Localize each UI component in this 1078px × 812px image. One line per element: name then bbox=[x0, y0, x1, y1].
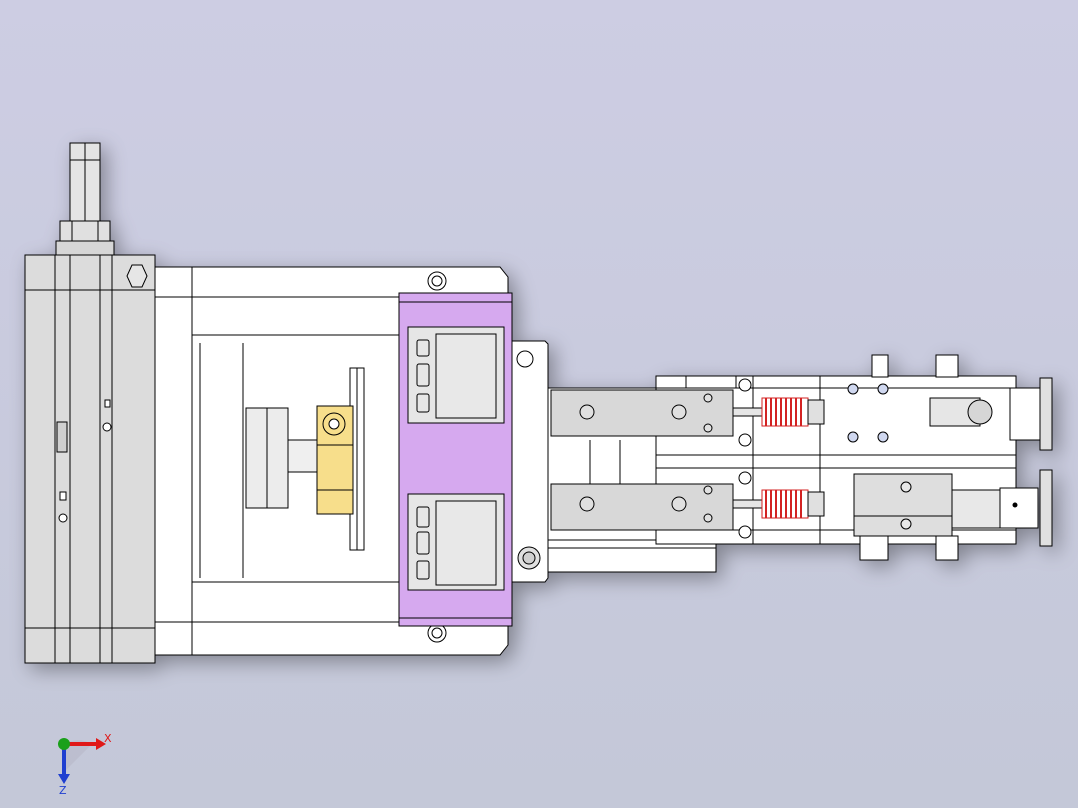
x-axis-label: X bbox=[104, 732, 112, 745]
assembly[interactable] bbox=[24, 142, 1053, 664]
yellow-coupling-block[interactable] bbox=[316, 405, 354, 515]
gripper-lower[interactable] bbox=[853, 469, 1053, 561]
orientation-triad: X Z bbox=[58, 732, 112, 796]
pressure-display-lower[interactable] bbox=[407, 493, 505, 591]
z-axis-label: Z bbox=[59, 784, 67, 796]
slide-block-upper[interactable] bbox=[550, 375, 752, 447]
round-nut-icon bbox=[967, 399, 993, 425]
bracket-plate[interactable] bbox=[511, 340, 717, 583]
spring-lower[interactable] bbox=[732, 489, 825, 519]
pressure-display-upper[interactable] bbox=[407, 326, 505, 424]
gripper-upper[interactable] bbox=[847, 354, 1053, 451]
y-axis-dot bbox=[58, 738, 70, 750]
slide-block-lower[interactable] bbox=[550, 471, 752, 539]
spring-upper[interactable] bbox=[732, 397, 825, 427]
hex-nut-icon bbox=[126, 264, 148, 288]
main-cylinder-body[interactable] bbox=[24, 254, 156, 664]
cylinder-rod[interactable] bbox=[55, 142, 115, 256]
